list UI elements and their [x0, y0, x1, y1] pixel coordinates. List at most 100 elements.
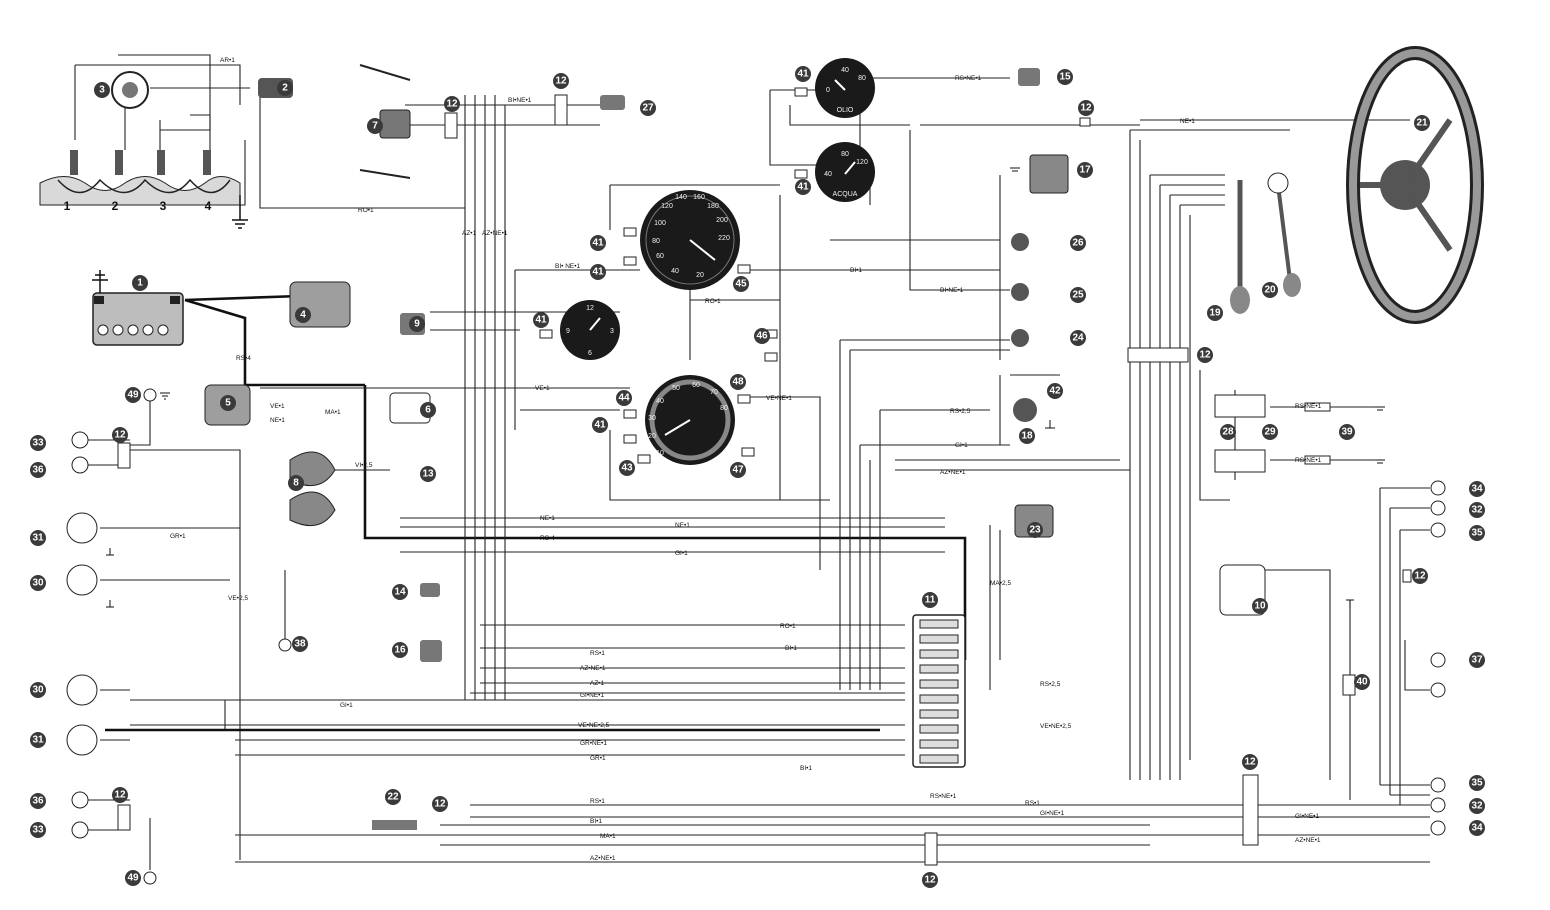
engine-block: 1 2 3 4	[39, 150, 248, 229]
svg-text:6: 6	[588, 350, 592, 357]
svg-text:17: 17	[1079, 165, 1091, 176]
callout-38: 38	[292, 636, 308, 652]
callout-26: 26	[1070, 235, 1086, 251]
horn-icon	[289, 491, 336, 527]
svg-text:40: 40	[656, 398, 664, 405]
callout-12: 12	[1242, 754, 1258, 770]
svg-text:3: 3	[610, 328, 614, 335]
callout-12: 12	[444, 96, 460, 112]
wire-label: BI•1	[800, 765, 812, 772]
svg-text:49: 49	[127, 873, 139, 884]
svg-text:13: 13	[422, 469, 434, 480]
callout-20: 20	[1262, 282, 1278, 298]
callout-12: 12	[553, 73, 569, 89]
callout-40: 40	[1354, 674, 1370, 690]
wire-label: VE•2,5	[228, 595, 248, 602]
wiper-motor	[379, 109, 411, 139]
callout-41: 41	[590, 235, 606, 251]
callout-4: 4	[295, 307, 311, 323]
wire-label: GI•1	[955, 442, 968, 449]
svg-text:100: 100	[654, 220, 666, 227]
svg-text:80: 80	[652, 238, 660, 245]
component-callouts: 1 2 3 4 5 6 7 8 9 10 11 12 12 12 12 12 1…	[30, 66, 1485, 888]
svg-text:12: 12	[1244, 757, 1256, 768]
wire-label: AZ•NE•1	[590, 855, 616, 862]
svg-text:44: 44	[618, 393, 630, 404]
connector-block	[1402, 569, 1412, 583]
fuse	[1304, 402, 1331, 412]
wire-label: BI• NE•1	[555, 263, 581, 270]
heater-fan	[1029, 154, 1069, 194]
svg-text:12: 12	[114, 790, 126, 801]
stop-light-switch	[420, 583, 440, 597]
svg-text:35: 35	[1471, 778, 1483, 789]
callout-22: 22	[385, 789, 401, 805]
svg-text:120: 120	[661, 203, 673, 210]
svg-text:33: 33	[32, 438, 44, 449]
warning-lamp	[794, 87, 808, 97]
fuel-gauge-sender	[420, 640, 442, 662]
svg-text:12: 12	[555, 76, 567, 87]
callout-33: 33	[30, 822, 46, 838]
connector-block	[117, 804, 131, 831]
callout-12: 12	[1078, 100, 1094, 116]
cylinder-label: 4	[205, 199, 212, 213]
cylinder-label: 2	[112, 199, 119, 213]
wire-label: MA•1	[600, 833, 616, 840]
svg-text:31: 31	[32, 735, 44, 746]
callout-41: 41	[795, 66, 811, 82]
svg-text:33: 33	[32, 825, 44, 836]
reverse-switch	[372, 820, 417, 830]
svg-text:23: 23	[1029, 525, 1041, 536]
svg-text:9: 9	[414, 319, 420, 330]
svg-text:41: 41	[594, 420, 606, 431]
svg-text:30: 30	[32, 685, 44, 696]
wire-label: GI•NE•1	[580, 692, 604, 699]
warning-lamp	[764, 352, 778, 362]
svg-text:19: 19	[1209, 308, 1221, 319]
callout-6: 6	[420, 402, 436, 418]
svg-text:20: 20	[1264, 285, 1276, 296]
svg-text:7: 7	[372, 121, 378, 132]
wire-label: BI•NE•1	[940, 287, 964, 294]
wire-label: RS•2,5	[1040, 681, 1061, 688]
svg-text:10: 10	[1254, 601, 1266, 612]
callout-14: 14	[392, 584, 408, 600]
callout-17: 17	[1077, 162, 1093, 178]
warning-lamp	[737, 264, 751, 274]
callout-41: 41	[592, 417, 608, 433]
wire-label: GR•NE•1	[580, 740, 607, 747]
svg-text:42: 42	[1049, 386, 1061, 397]
wire-label: AZ•NE•1	[580, 665, 606, 672]
svg-text:37: 37	[1471, 655, 1483, 666]
callout-49: 49	[125, 870, 141, 886]
svg-text:40: 40	[841, 67, 849, 74]
svg-text:41: 41	[592, 238, 604, 249]
warning-lamp	[623, 434, 637, 444]
side-lamp	[71, 431, 89, 449]
courtesy-lamp	[143, 871, 157, 885]
rear-lamp	[1430, 682, 1446, 698]
clock-gauge: 12 3 6 9	[560, 300, 620, 360]
wire-label: MA•2,5	[990, 580, 1011, 587]
wire-label: AZ•1	[590, 680, 605, 687]
callout-37: 37	[1469, 652, 1485, 668]
wire-label: VE•1	[270, 403, 285, 410]
rear-lamp	[1430, 480, 1446, 496]
turn-signal-switch	[1267, 172, 1289, 194]
wire-label: RS•4	[236, 355, 251, 362]
wire-label: NE•1	[1180, 118, 1195, 125]
svg-text:8: 8	[293, 478, 299, 489]
wire-label: NE•1	[540, 515, 555, 522]
wire-label: AZ•NE•1	[940, 469, 966, 476]
wire-label: MA•1	[325, 409, 341, 416]
warning-lamp	[637, 454, 651, 464]
wire-label: GR•1	[170, 533, 186, 540]
svg-text:12: 12	[586, 305, 594, 312]
ground-icon	[106, 167, 1385, 608]
connector-block	[1242, 774, 1259, 846]
tachometer: 10 20 30 40 50 60 70 80	[645, 375, 735, 465]
boot-lamp	[1342, 674, 1356, 696]
svg-text:48: 48	[732, 377, 744, 388]
svg-text:70: 70	[710, 389, 718, 396]
